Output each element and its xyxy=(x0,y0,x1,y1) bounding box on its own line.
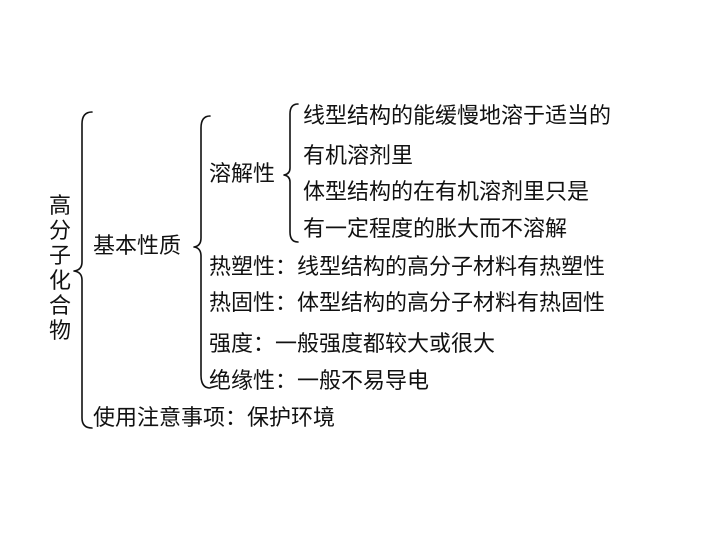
property-item: 热固性：体型结构的高分子材料有热固性 xyxy=(209,291,606,316)
brace-root xyxy=(73,111,93,429)
solubility-line: 有一定程度的胀大而不溶解 xyxy=(303,217,568,242)
property-item: 热塑性：线型结构的高分子材料有热塑性 xyxy=(209,255,606,280)
usage-label: 使用注意事项：保护环境 xyxy=(93,406,336,431)
brace-basic-properties xyxy=(193,115,211,389)
property-item: 强度：一般强度都较大或很大 xyxy=(209,332,496,357)
solubility-line: 体型结构的在有机溶剂里只是 xyxy=(303,180,590,205)
property-item: 绝缘性：一般不易导电 xyxy=(209,369,430,394)
solubility-label: 溶解性 xyxy=(209,162,276,187)
brace-solubility xyxy=(283,103,299,243)
basic-properties-label: 基本性质 xyxy=(93,234,182,259)
solubility-line: 有机溶剂里 xyxy=(303,144,414,169)
solubility-line: 线型结构的能缓慢地溶于适当的 xyxy=(303,104,612,129)
root-label: 高分子化合物 xyxy=(48,194,71,344)
